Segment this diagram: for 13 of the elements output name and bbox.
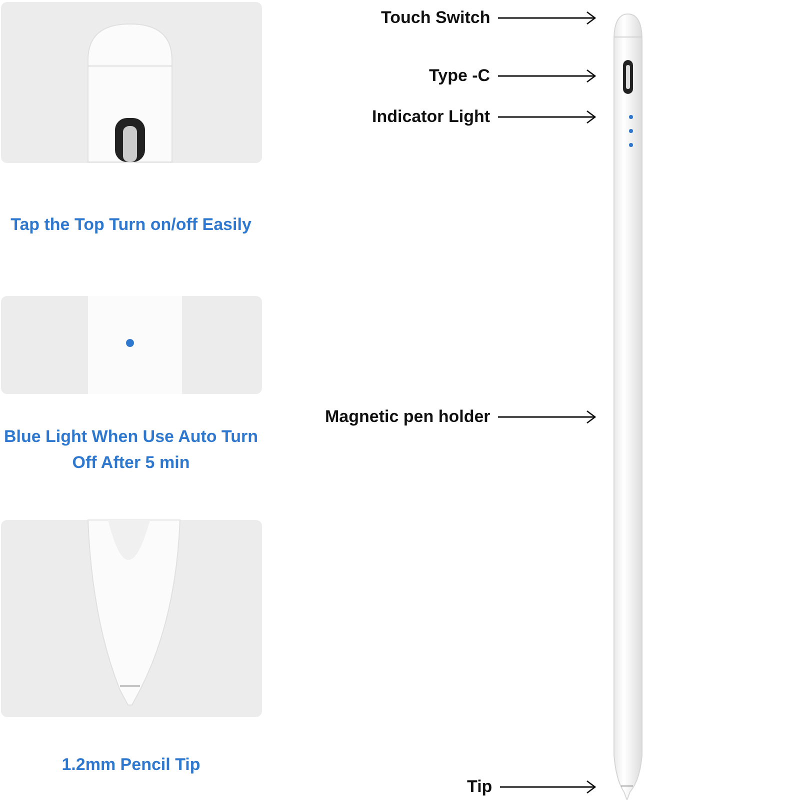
leader-arrow bbox=[500, 780, 596, 794]
callout-label: Type -C bbox=[429, 66, 490, 86]
callout-label: Magnetic pen holder bbox=[325, 407, 490, 427]
callout-label: Touch Switch bbox=[381, 8, 490, 28]
leader-arrow bbox=[498, 69, 596, 83]
leader-arrow bbox=[498, 410, 596, 424]
feature-caption: Tap the Top Turn on/off Easily bbox=[10, 214, 252, 236]
callout-label: Indicator Light bbox=[372, 107, 490, 127]
leader-arrow bbox=[498, 11, 596, 25]
feature-caption: 1.2mm Pencil Tip bbox=[60, 754, 202, 776]
leader-arrow bbox=[498, 110, 596, 124]
feature-caption: Blue Light When Use Auto Turn Off After 5 min bbox=[2, 426, 260, 474]
callout-label: Tip bbox=[467, 777, 492, 797]
